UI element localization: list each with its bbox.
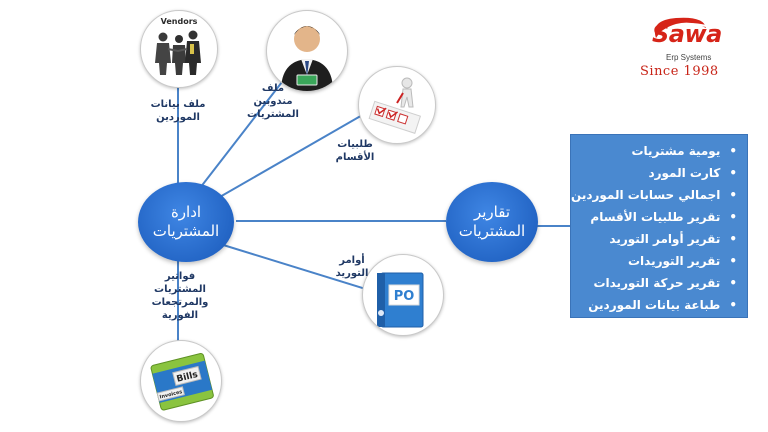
node-vendors-label: ملف بيانات الموردين [150,99,206,123]
node-reps[interactable] [266,10,348,92]
connector-reps [199,81,283,189]
report-item[interactable]: تقرير التوريدات [577,250,737,272]
node-reps-label: ملف مندوبين المشتريات [247,83,299,120]
logo-brand: Sawa [652,20,722,48]
sawa-logo: Sawa Erp Systems Since 1998 [618,12,746,82]
bills-folders-icon: Bills Invoices [150,353,214,411]
hub-purchase-reports[interactable]: تقارير المشتريات [446,182,538,262]
checklist-icon [368,77,422,134]
vendors-handshake-icon: Vendors [155,17,201,75]
node-dept-requests[interactable] [358,66,436,144]
node-vendors[interactable]: Vendors [140,10,218,88]
node-invoices-label: فواتير المشتريات والمرتجعات الفورية [151,271,209,321]
report-item[interactable]: يومية مشتريات [577,140,737,162]
reports-panel: يومية مشتريات كارت المورد اجمالي حسابات … [570,134,748,318]
report-item[interactable]: كارت المورد [577,162,737,184]
vendors-caption: Vendors [161,17,198,26]
hub-purchase-reports-label: تقارير المشتريات [458,203,526,240]
report-item[interactable]: اجمالي حسابات الموردين [571,184,737,206]
report-item[interactable]: تقرير طلبيات الأقسام [577,206,737,228]
hub-purchasing-management[interactable]: ادارة المشتريات [138,182,234,262]
connector-dept-requests [217,105,379,199]
node-purchase-orders-label: أوامر التوريد [335,255,369,279]
report-item[interactable]: طباعة بيانات الموردين [577,294,737,316]
hub-purchasing-management-label: ادارة المشتريات [152,203,220,240]
invoices-caption: Invoices [159,389,183,400]
report-item[interactable]: تقرير حركة التوريدات [577,272,737,294]
node-dept-requests-label: طلبيات الأقسام [335,139,375,163]
po-binder-icon: PO [377,272,424,328]
connector-purchase-orders [219,243,383,295]
logo-subtitle: Erp Systems [666,53,712,62]
representative-person-icon [281,26,333,91]
reports-list: يومية مشتريات كارت المورد اجمالي حسابات … [571,140,737,316]
node-purchase-orders[interactable]: PO [362,254,444,336]
po-caption: PO [394,289,415,304]
sawa-swoosh-icon [654,17,707,38]
node-invoices[interactable]: Bills Invoices [140,340,222,422]
logo-since: Since 1998 [640,64,719,79]
report-item[interactable]: تقرير أوامر التوريد [577,228,737,250]
